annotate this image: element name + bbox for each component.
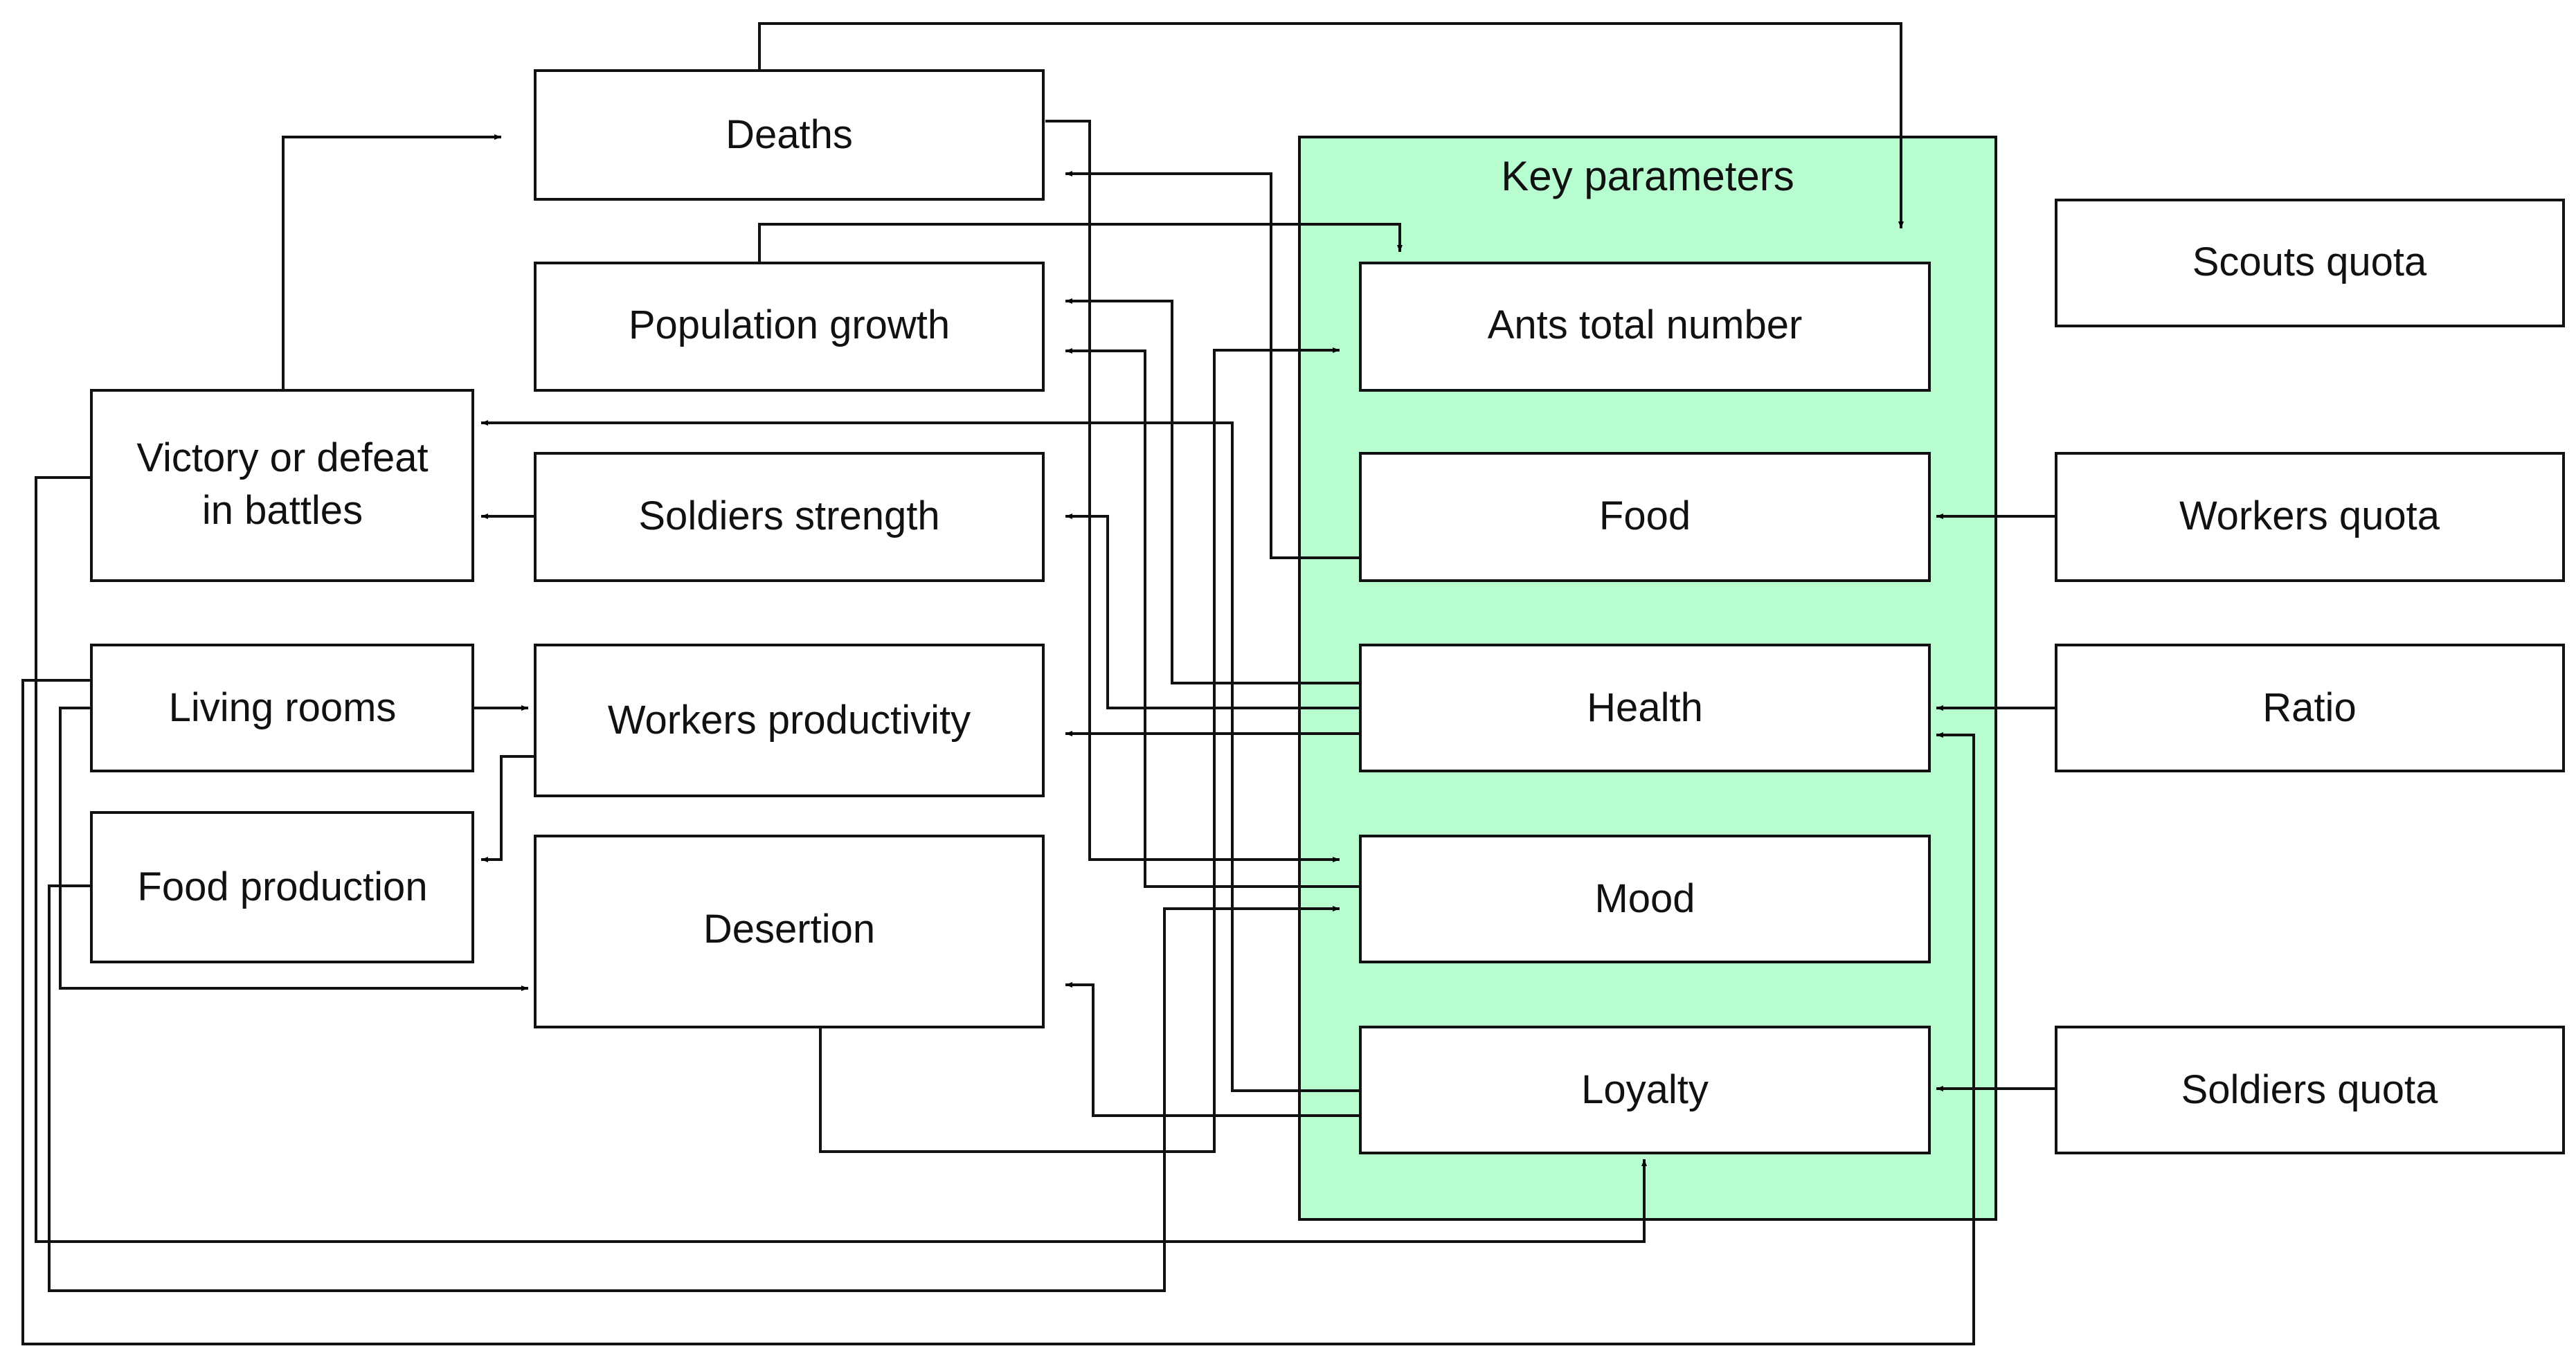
edge-mood-to-population xyxy=(1065,348,1360,888)
node-ants-total-number-label: Ants total number xyxy=(1488,302,1803,347)
node-food-label: Food xyxy=(1599,493,1691,538)
connectors xyxy=(21,22,2056,1345)
node-living-rooms-label: Living rooms xyxy=(169,685,397,730)
node-ants-total-number: Ants total number xyxy=(1359,262,1931,392)
node-mood: Mood xyxy=(1359,835,1931,963)
node-ratio: Ratio xyxy=(2055,644,2565,772)
node-scouts-quota-label: Scouts quota xyxy=(2192,239,2427,284)
edge-loyalty-to-victory xyxy=(481,420,1360,1092)
node-victory-label-line2: in battles xyxy=(202,488,363,533)
node-soldiers-strength: Soldiers strength xyxy=(534,452,1045,582)
edge-food-production-to-mood xyxy=(48,884,1340,1292)
node-food: Food xyxy=(1359,452,1931,582)
node-victory: Victory or defeat in battles xyxy=(90,389,474,582)
key-parameters-label: Key parameters xyxy=(1501,153,1794,199)
node-living-rooms: Living rooms xyxy=(90,644,474,772)
edge-food-to-deaths xyxy=(1065,171,1360,559)
node-loyalty: Loyalty xyxy=(1359,1026,1931,1154)
node-desertion-label: Desertion xyxy=(703,907,875,952)
node-workers-quota: Workers quota xyxy=(2055,452,2565,582)
edge-living-to-desertion xyxy=(59,707,528,991)
node-food-production-label: Food production xyxy=(137,864,427,909)
node-victory-label-line1: Victory or defeat xyxy=(136,435,428,480)
edge-desertion-to-ants-total xyxy=(819,347,1340,1153)
node-deaths: Deaths xyxy=(534,69,1045,201)
edge-living-to-health xyxy=(21,679,1975,1345)
node-ratio-label: Ratio xyxy=(2262,685,2356,730)
node-workers-productivity-label: Workers productivity xyxy=(608,698,971,743)
node-health: Health xyxy=(1359,644,1931,772)
edge-health-to-population xyxy=(1065,298,1360,684)
node-deaths-label: Deaths xyxy=(726,112,853,157)
node-population-growth-label: Population growth xyxy=(629,302,950,347)
node-mood-label: Mood xyxy=(1594,876,1695,921)
node-soldiers-quota-label: Soldiers quota xyxy=(2181,1067,2439,1112)
node-population-growth: Population growth xyxy=(534,262,1045,392)
edge-deaths-to-ants-total xyxy=(758,22,1904,228)
node-soldiers-strength-label: Soldiers strength xyxy=(638,493,939,538)
node-workers-quota-label: Workers quota xyxy=(2179,493,2440,538)
node-scouts-quota: Scouts quota xyxy=(2055,199,2565,327)
edge-victory-to-loyalty xyxy=(35,476,1647,1243)
edge-workers-productivity-to-food-production xyxy=(481,755,535,862)
node-workers-productivity: Workers productivity xyxy=(534,644,1045,797)
node-desertion: Desertion xyxy=(534,835,1045,1028)
node-health-label: Health xyxy=(1587,685,1703,730)
edge-deaths-to-mood xyxy=(1045,120,1340,862)
node-soldiers-quota: Soldiers quota xyxy=(2055,1026,2565,1154)
node-food-production: Food production xyxy=(90,811,474,963)
node-loyalty-label: Loyalty xyxy=(1581,1067,1709,1112)
edge-victory-to-deaths xyxy=(282,134,501,390)
edge-population-to-ants-total xyxy=(758,223,1403,263)
edge-health-to-soldiers-strength xyxy=(1065,514,1360,709)
edge-loyalty-to-desertion xyxy=(1065,982,1360,1117)
